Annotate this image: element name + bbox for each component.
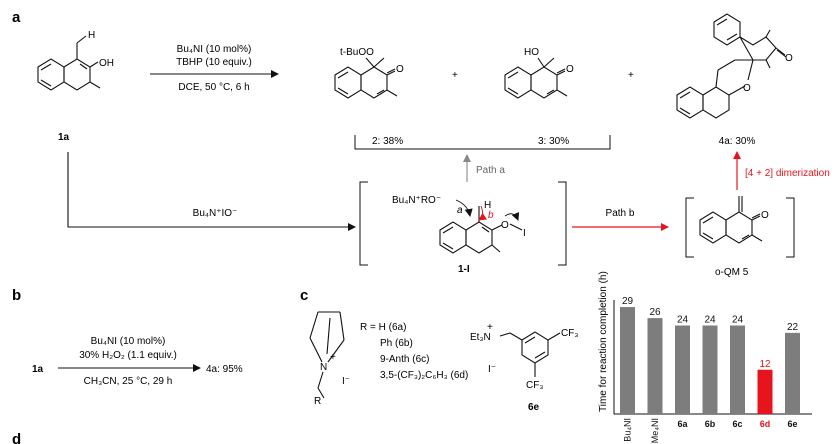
bar-1 bbox=[647, 318, 663, 414]
label-N: N bbox=[320, 362, 327, 373]
label-I-1I: I bbox=[523, 228, 526, 239]
structure-oqm-5 bbox=[699, 196, 763, 244]
label-R: R bbox=[314, 396, 321, 407]
reagent-RO: Bu₄N⁺RO⁻ bbox=[392, 195, 441, 206]
r-group-6c: 9-Anth (6c) bbox=[380, 354, 429, 365]
r-group-6a: R = H (6a) bbox=[360, 322, 406, 333]
bar-3 bbox=[702, 325, 718, 414]
curved-arrow-b bbox=[478, 205, 488, 221]
label-H: H bbox=[88, 30, 95, 41]
structure-1-I bbox=[439, 206, 523, 254]
bracket-oqm-left bbox=[685, 197, 694, 258]
label-Et3N-plus: + bbox=[487, 322, 493, 333]
reagents-line2: TBHP (10 equiv.) bbox=[176, 57, 252, 68]
label-I-minus-6e: I⁻ bbox=[488, 364, 496, 375]
label-Et3N: Et₃N bbox=[470, 332, 491, 343]
label-N-plus: + bbox=[330, 352, 336, 363]
compound-label-6e: 6e bbox=[528, 402, 540, 413]
b-line3: CH₃CN, 25 °C, 29 h bbox=[84, 376, 173, 387]
label-O-oqm: O bbox=[761, 210, 769, 221]
label-O-1I: O bbox=[501, 220, 509, 231]
structure-3 bbox=[504, 57, 568, 99]
label-CF3-bottom: CF₃ bbox=[526, 380, 543, 391]
bar-value-label-4: 24 bbox=[732, 315, 744, 326]
route-to-intermediate bbox=[67, 152, 356, 231]
label-OH: OH bbox=[99, 58, 114, 69]
structure-quinuclidinium bbox=[309, 311, 345, 399]
bracket-left bbox=[359, 181, 368, 266]
panel-label-d: d bbox=[12, 431, 21, 444]
structure-1a bbox=[37, 35, 101, 91]
label-I-minus-c: I⁻ bbox=[342, 376, 350, 387]
yield-2: 2: 38% bbox=[372, 136, 403, 147]
curved-arrow-a bbox=[455, 199, 473, 217]
compound-label-1a-b: 1a bbox=[32, 364, 44, 375]
r-group-6d: 3,5-(CF₃)₂C₆H₃ (6d) bbox=[380, 370, 468, 381]
conditions-line: DCE, 50 °C, 6 h bbox=[178, 82, 249, 93]
bar-category-label-0: Bu₄NI bbox=[623, 418, 633, 442]
label-H-1I: H bbox=[484, 200, 491, 211]
bar-chart: Time for reaction completion (h) 29Bu₄NI… bbox=[598, 271, 812, 443]
panel-label-b: b bbox=[12, 287, 21, 304]
oqm-label: o-QM 5 bbox=[715, 267, 749, 278]
yield-4a: 4a: 30% bbox=[719, 136, 756, 147]
bar-5 bbox=[757, 369, 773, 414]
bar-category-label-4: 6c bbox=[732, 419, 742, 429]
reagent-IO: Bu₄N⁺IO⁻ bbox=[193, 208, 238, 219]
structure-2 bbox=[334, 57, 398, 99]
structure-6e bbox=[499, 331, 561, 377]
bar-value-label-3: 24 bbox=[704, 315, 716, 326]
label-CF3-top: CF₃ bbox=[561, 328, 578, 339]
path-b-label: Path b bbox=[606, 208, 635, 219]
chart-ylabel: Time for reaction completion (h) bbox=[598, 271, 609, 412]
panel-label-a: a bbox=[12, 9, 21, 26]
bar-value-label-2: 24 bbox=[677, 315, 689, 326]
b-line2: 30% H₂O₂ (1.1 equiv.) bbox=[79, 350, 177, 361]
products-bracket bbox=[354, 135, 611, 150]
plus-1: + bbox=[452, 70, 458, 81]
b-product: 4a: 95% bbox=[206, 364, 243, 375]
arrow-label-a: a bbox=[457, 205, 463, 216]
label-tBuOO: t-BuOO bbox=[340, 47, 374, 58]
intermediate-label: 1-I bbox=[458, 264, 470, 275]
panel-label-c: c bbox=[300, 287, 308, 304]
bar-value-label-6: 22 bbox=[787, 322, 799, 333]
label-O-4a-ring: O bbox=[743, 83, 751, 94]
bar-value-label-1: 26 bbox=[649, 307, 661, 318]
bar-4 bbox=[730, 325, 745, 414]
bracket-right bbox=[558, 181, 567, 266]
label-O-4a-keto: O bbox=[785, 53, 793, 64]
bar-category-label-2: 6a bbox=[677, 419, 688, 429]
bar-2 bbox=[675, 325, 690, 414]
bar-category-label-6: 6e bbox=[787, 419, 797, 429]
bar-value-label-0: 29 bbox=[622, 296, 634, 307]
r-group-6b: Ph (6b) bbox=[380, 338, 413, 349]
yield-3: 3: 30% bbox=[538, 136, 569, 147]
bar-6 bbox=[785, 332, 800, 414]
structure-4a bbox=[676, 13, 787, 119]
b-line1: Bu₄NI (10 mol%) bbox=[91, 336, 166, 347]
label-HO: HO bbox=[524, 47, 539, 58]
path-a-label: Path a bbox=[476, 165, 505, 176]
plus-2: + bbox=[628, 70, 634, 81]
label-O-2: O bbox=[396, 64, 404, 75]
dimerization-label: [4 + 2] dimerization bbox=[745, 168, 830, 179]
bar-category-label-5: 6d bbox=[760, 419, 771, 429]
curved-arrow-OI bbox=[504, 212, 520, 221]
bracket-oqm-right bbox=[786, 197, 795, 258]
reagents-line1: Bu₄NI (10 mol%) bbox=[177, 44, 252, 55]
bar-0 bbox=[620, 307, 635, 414]
bar-category-label-3: 6b bbox=[705, 419, 716, 429]
bar-value-label-5: 12 bbox=[759, 359, 771, 370]
label-O-3: O bbox=[566, 64, 574, 75]
bar-category-label-1: Me₄NI bbox=[650, 418, 660, 443]
compound-label-1a: 1a bbox=[58, 132, 70, 143]
arrow-label-b: b bbox=[488, 210, 494, 221]
